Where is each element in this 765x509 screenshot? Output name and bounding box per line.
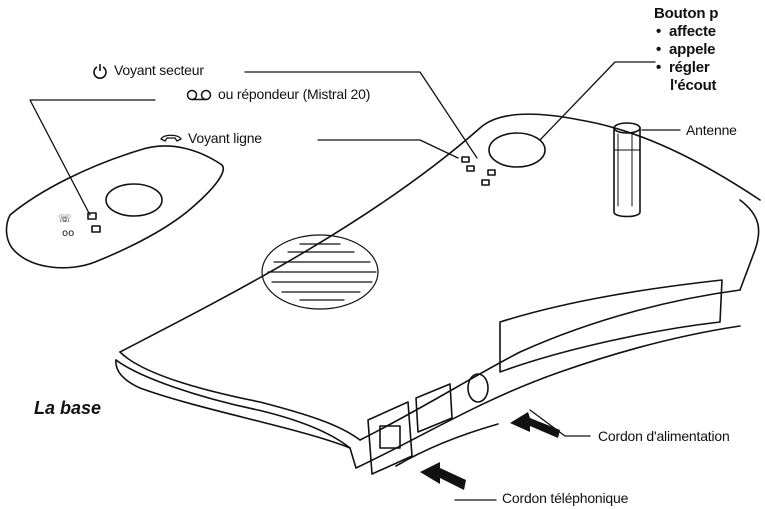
label-answering-led: ou répondeur (Mistral 20)	[186, 86, 370, 102]
power-icon	[93, 64, 107, 80]
button-info-line-3: • régler	[656, 59, 710, 76]
panel-detail-inset: ☏ oo	[5, 145, 225, 269]
led-power	[461, 156, 470, 163]
power-socket	[467, 373, 489, 403]
arrow-power-cord	[510, 412, 560, 438]
phone-jack-socket	[379, 425, 401, 449]
label-phone-cord: Cordon téléphonique	[502, 490, 629, 506]
base-unit	[115, 113, 761, 475]
inset-button	[105, 183, 163, 217]
led-line	[487, 169, 496, 176]
button-info-line-4: l'écout	[670, 77, 717, 94]
connector-port	[415, 383, 453, 433]
leader-line-led	[317, 139, 459, 159]
leader-power-cord	[529, 409, 591, 437]
button-info-title: Bouton p	[654, 5, 719, 22]
leader-inset	[29, 99, 156, 216]
label-antenna: Antenne	[686, 122, 737, 138]
button-info-line-1: • affecte	[656, 23, 716, 40]
led-answer	[481, 179, 490, 186]
label-power-led: Voyant secteur	[92, 62, 204, 80]
inset-led-2	[91, 225, 101, 233]
label-power-cord: Cordon d'alimentation	[598, 428, 730, 444]
leader-lines	[29, 61, 681, 501]
inset-led-1	[87, 212, 97, 220]
inset-phone-icon: ☏	[58, 212, 72, 225]
antenna	[613, 122, 641, 218]
diagram-caption: La base	[34, 398, 102, 418]
led-line-top	[466, 165, 475, 172]
speaker-grille	[261, 234, 379, 310]
inset-reel-icon: oo	[62, 228, 74, 239]
leader-power	[244, 71, 478, 159]
leader-button	[539, 61, 656, 141]
programming-button	[488, 132, 546, 168]
phone-jack	[367, 401, 413, 475]
telephone-icon	[160, 134, 182, 143]
button-info-line-2: • appele	[656, 41, 716, 58]
label-line-led: Voyant ligne	[160, 130, 262, 146]
tape-reel-icon	[186, 90, 212, 101]
arrow-phone-cord	[420, 462, 466, 490]
